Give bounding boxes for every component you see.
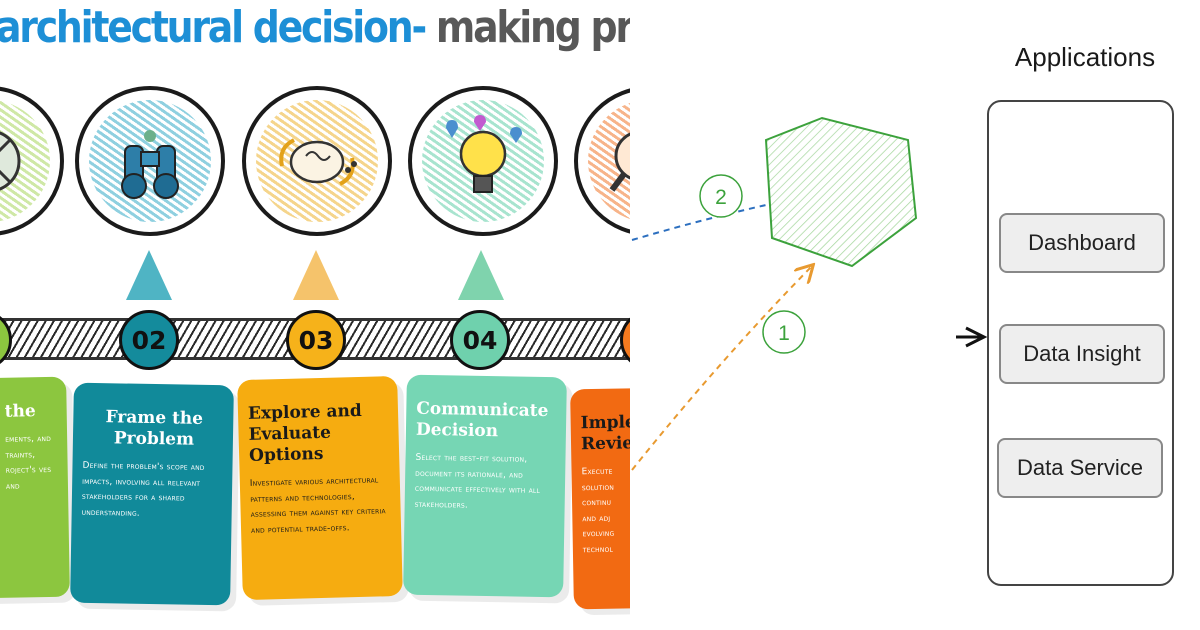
connector-1-label: 1 — [778, 322, 790, 345]
step-2-card-title: Frame the Problem — [105, 407, 204, 450]
connector-2-line — [631, 204, 767, 241]
step-1-card-body: ements, and traints, roject's ves and — [5, 433, 52, 492]
step-3-card: Explore and Evaluate Options Investigate… — [237, 375, 403, 601]
step-4-card-body: Select the best-fit solution, document i… — [414, 452, 541, 511]
applications-title: Applications — [1014, 42, 1156, 72]
step-2-card-body: Define the problem's scope and impacts, … — [81, 460, 205, 519]
step-4-icon-circle — [408, 86, 558, 236]
infographic-panel: architectural decision- making proces 02… — [0, 2, 630, 610]
step-3-icon-circle — [242, 86, 392, 236]
step-4-card-title: Communicate Decision — [415, 398, 549, 442]
step-5-card: Imple Revie Execute solution continu and… — [570, 386, 630, 610]
step-3-number-node: 03 — [286, 310, 346, 370]
step-2-number-node: 02 — [119, 310, 179, 370]
connector-2-badge — [699, 174, 743, 218]
step-4-card: Communicate Decision Select the best-fit… — [403, 374, 567, 598]
step-5-card-body: Execute solution continu and adj evolvin… — [581, 466, 615, 555]
step-5-icon-circle — [574, 86, 630, 236]
compass-icon — [0, 131, 21, 191]
step-4-number-node: 04 — [450, 310, 510, 370]
brain-icon — [279, 138, 357, 186]
binoculars-icon — [121, 130, 179, 199]
hexagon-node — [764, 116, 918, 268]
data-insight-service: Data Insight — [999, 324, 1165, 384]
data-service-service: Data Service — [997, 438, 1163, 498]
connector-1-badge — [762, 310, 806, 354]
step-4-pointer-arrow — [458, 250, 504, 300]
connector-2-label: 2 — [715, 186, 727, 209]
step-2-pointer-arrow — [126, 250, 172, 300]
lightbulb-icon — [446, 115, 522, 193]
step-2-card: Frame the Problem Define the problem's s… — [70, 382, 234, 606]
step-5-card-title: Imple Revie — [580, 412, 630, 455]
step-1-icon-circle — [0, 86, 64, 236]
magnifier-icon — [609, 132, 630, 192]
infographic-title: architectural decision- making proces — [0, 2, 630, 53]
step-1-card: the ements, and traints, roject's ves an… — [0, 376, 70, 600]
inbound-arrow — [956, 326, 988, 348]
step-3-pointer-arrow — [293, 250, 339, 300]
step-2-icon-circle — [75, 86, 225, 236]
connector-1-line — [631, 266, 812, 471]
step-1-card-title: the — [4, 401, 36, 422]
step-3-card-body: Investigate various architectural patter… — [249, 475, 386, 536]
architecture-diagram: 2 1 — [631, 116, 988, 471]
step-3-card-title: Explore and Evaluate Options — [247, 400, 362, 466]
dashboard-service: Dashboard — [999, 213, 1165, 273]
